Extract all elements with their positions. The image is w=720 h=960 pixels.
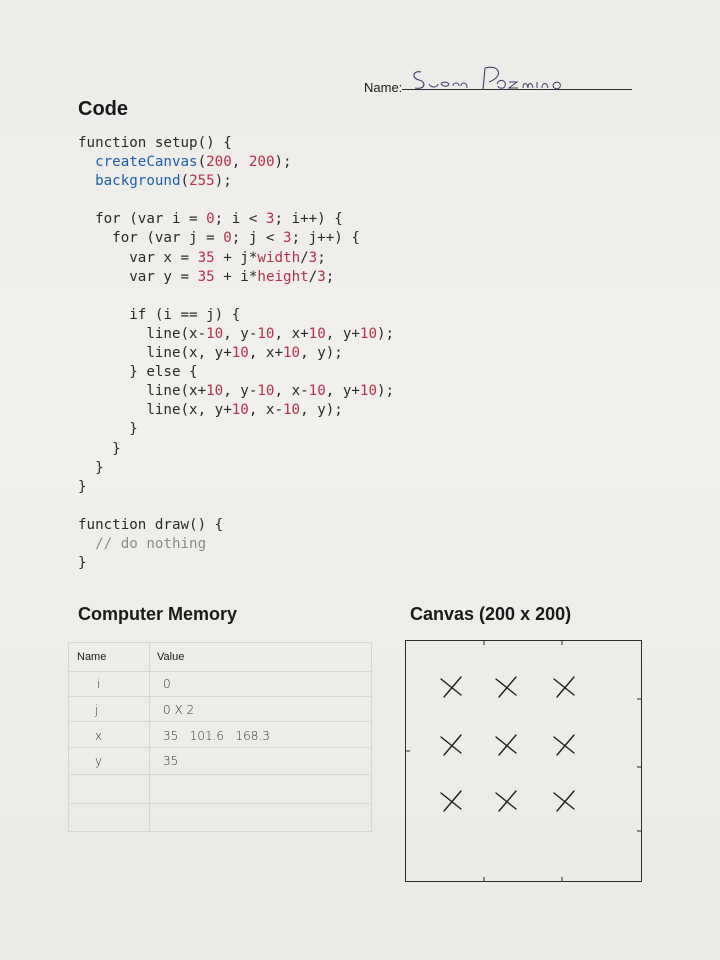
column-header-value: Value bbox=[157, 651, 185, 663]
code-line: } bbox=[78, 421, 138, 438]
name-label: Name: bbox=[364, 80, 403, 95]
code-line bbox=[78, 497, 394, 516]
table-row bbox=[69, 774, 371, 775]
code-line: background(255); bbox=[95, 173, 232, 190]
handwritten-signature bbox=[413, 66, 561, 91]
canvas-x-mark bbox=[440, 734, 462, 756]
code-line: createCanvas(200, 200); bbox=[95, 154, 292, 171]
code-line: line(x, y+10, x-10, y); bbox=[78, 402, 343, 419]
canvas-heading: Canvas (200 x 200) bbox=[410, 604, 572, 624]
memory-name-cell: x bbox=[95, 729, 103, 743]
code-line: } bbox=[78, 555, 87, 572]
code-line bbox=[78, 287, 394, 306]
canvas-x-mark bbox=[440, 790, 462, 812]
code-line: line(x-10, y-10, x+10, y+10); bbox=[78, 325, 395, 342]
memory-name-cell: y bbox=[95, 754, 103, 768]
code-line: for (var j = 0; j < 3; j++) { bbox=[78, 230, 360, 247]
code-line: function draw() { bbox=[78, 516, 224, 533]
code-line: } bbox=[78, 440, 121, 457]
code-line: if (i == j) { bbox=[78, 306, 241, 323]
code-line: function setup() { bbox=[78, 135, 232, 151]
table-row bbox=[69, 696, 371, 697]
canvas-x-mark bbox=[495, 734, 517, 756]
code-line: var x = 35 + j*width/3; bbox=[78, 249, 326, 266]
code-line: line(x+10, y-10, x-10, y+10); bbox=[78, 383, 395, 400]
memory-table: Name Value i 0 j 0 X 2 x 35 101.6 168.3 … bbox=[68, 642, 372, 832]
code-line: } else { bbox=[78, 364, 198, 381]
memory-heading: Computer Memory bbox=[78, 604, 238, 624]
code-line: } bbox=[78, 459, 104, 476]
code-line: line(x, y+10, x+10, y); bbox=[78, 345, 343, 362]
canvas-x-mark bbox=[553, 676, 575, 698]
canvas-x-mark bbox=[495, 676, 517, 698]
table-divider bbox=[149, 643, 150, 831]
code-listing: function setup() { createCanvas(200, 200… bbox=[78, 134, 394, 573]
table-row bbox=[69, 747, 371, 748]
canvas-ticks bbox=[402, 637, 645, 885]
canvas-drawing bbox=[402, 637, 645, 885]
table-row bbox=[69, 721, 371, 722]
table-row bbox=[69, 671, 371, 672]
code-line: for (var i = 0; i < 3; i++) { bbox=[78, 211, 343, 228]
code-heading: Code bbox=[78, 98, 128, 120]
memory-value-cell: 35 bbox=[163, 754, 179, 768]
name-underline bbox=[402, 89, 632, 90]
memory-value-cell: 0 bbox=[163, 677, 171, 691]
canvas-x-mark bbox=[553, 790, 575, 812]
memory-name-cell: j bbox=[95, 703, 99, 717]
column-header-name: Name bbox=[77, 651, 107, 663]
memory-name-cell: i bbox=[97, 677, 101, 691]
code-line: var y = 35 + i*height/3; bbox=[78, 268, 335, 285]
memory-value-cell: 0 X 2 bbox=[163, 703, 195, 717]
canvas-x-mark bbox=[553, 734, 575, 756]
canvas-frame bbox=[402, 637, 645, 885]
table-row bbox=[69, 803, 371, 804]
code-line: } bbox=[78, 478, 87, 495]
canvas-x-mark bbox=[440, 676, 462, 698]
memory-value-cell: 35 101.6 168.3 bbox=[163, 729, 270, 743]
code-line bbox=[78, 191, 394, 210]
canvas-x-mark bbox=[495, 790, 517, 812]
code-line: // do nothing bbox=[78, 535, 207, 552]
